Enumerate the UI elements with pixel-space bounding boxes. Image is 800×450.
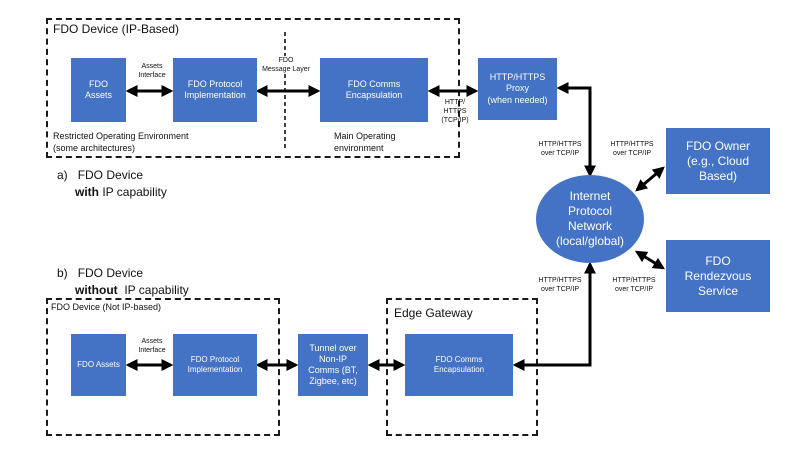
caption-b-bold: without [75, 282, 118, 297]
owner-link-label: HTTP/HTTPS over TCP/IP [610, 141, 654, 158]
arrow-internet-to-owner [635, 166, 665, 192]
fdo-comms-box-a: FDO Comms Encapsulation [320, 58, 428, 122]
rendezvous-link-label: HTTP/HTTPS over TCP/IP [612, 277, 656, 294]
ip-device-frame-title: FDO Device (IP-Based) [53, 22, 180, 36]
fdo-rendezvous-box: FDO Rendezvous Service [666, 240, 770, 312]
fdo-assets-box-b: FDO Assets [71, 334, 126, 396]
caption-b-prefix: b) [57, 266, 68, 280]
fdo-owner-box: FDO Owner (e.g., Cloud Based) [666, 128, 770, 194]
fdo-assets-box-a: FDO Assets [71, 58, 126, 122]
caption-a-rest: IP capability [99, 184, 167, 199]
caption-a: a) FDO Device with IP capability [57, 167, 167, 201]
caption-a-bold: with [75, 184, 99, 199]
caption-b: b) FDO Device without IP capability [57, 265, 189, 299]
main-environment-note: Main Operating environment [334, 131, 396, 153]
non-ip-device-frame-title: FDO Device (Not IP-based) [51, 302, 162, 312]
arrow-internet-to-rendezvous [634, 250, 666, 270]
gateway-to-network-label: HTTP/HTTPS over TCP/IP [538, 277, 582, 294]
fdo-protocol-box-b: FDO Protocol Implementation [173, 334, 257, 396]
assets-interface-label-a: Assets Interface [138, 63, 166, 80]
proxy-to-network-label: HTTP/HTTPS over TCP/IP [538, 141, 582, 158]
arrow-proxy-to-internet [556, 82, 596, 178]
restricted-environment-note: Restricted Operating Environment (some a… [53, 131, 189, 153]
message-layer-label: FDO Message Layer [258, 56, 314, 75]
internet-network-ellipse: Internet Protocol Network (local/global) [536, 175, 644, 263]
arrow-gateway-to-internet [512, 261, 596, 371]
fdo-protocol-box-a: FDO Protocol Implementation [173, 58, 257, 122]
fdo-comms-box-b: FDO Comms Encapsulation [405, 334, 513, 396]
http-tcpip-label: HTTP/ HTTPS (TCP/IP) [441, 99, 469, 125]
caption-a-prefix: a) [57, 168, 68, 182]
caption-a-title: FDO Device [77, 168, 144, 182]
edge-gateway-frame-title: Edge Gateway [394, 306, 473, 320]
caption-b-rest: IP capability [117, 282, 189, 297]
assets-interface-label-b: Assets Interface [138, 338, 166, 355]
proxy-box: HTTP/HTTPS Proxy (when needed) [478, 58, 557, 120]
tunnel-box: Tunnel over Non-IP Comms (BT, Zigbee, et… [298, 334, 368, 396]
caption-b-title: FDO Device [77, 266, 144, 280]
